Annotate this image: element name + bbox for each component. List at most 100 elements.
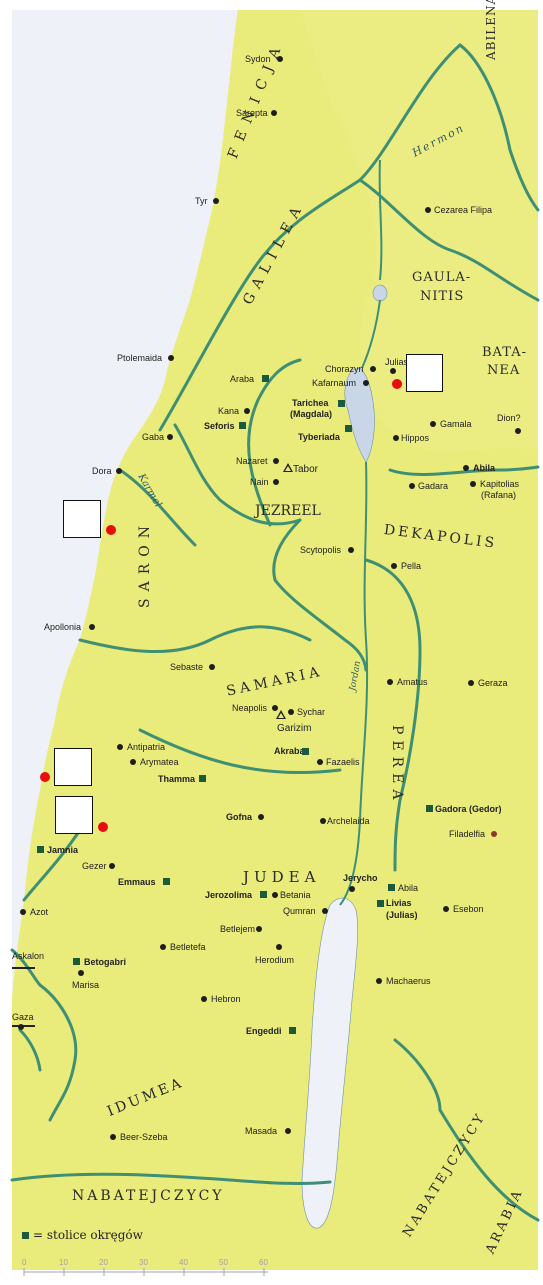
region-label-saron: SARON [137,519,153,608]
city-dot-hippos [393,435,399,441]
city-label-gadara: Gadara [418,481,449,491]
city-label-akraba: Akraba [274,746,305,756]
city-dot-archelaida [320,818,326,824]
city-label-araba: Araba [230,374,255,384]
capital-square-abila-south [388,884,395,891]
legend-square-icon [22,1232,29,1239]
city-dot-esebon [443,906,449,912]
city-label-tyr: Tyr [195,196,208,206]
city-label-betletefa: Betletefa [170,942,206,952]
city-label-thamma: Thamma [158,774,196,784]
city-label-azot: Azot [30,907,49,917]
capital-square-betogabri [73,958,80,965]
capital-square-thamma [199,775,206,782]
scale-tick-20: 20 [99,1258,108,1267]
city-label-amatus: Amatus [397,677,428,687]
city-dot-filadelfia [491,831,497,837]
city-dot-marisa [78,970,84,976]
city-label-neapolis: Neapolis [232,703,268,713]
city-label-askalon: Askalon [12,951,45,961]
sea-of-galilee [344,367,375,463]
city-label-gofna: Gofna [226,812,252,822]
city-label-marisa: Marisa [72,980,100,990]
city-label-betania: Betania [280,890,311,900]
region-label-perea: PEREA [389,725,405,806]
city-dot-apollonia [89,624,95,630]
city-dot-sydon [277,56,283,62]
city-dot-gaza [18,1024,24,1030]
city-dot-nazaret [273,458,279,464]
city-dot-gezer [109,863,115,869]
city-label-apollonia: Apollonia [44,622,82,632]
boundaries [10,43,540,1222]
scale-tick-60: 60 [259,1258,268,1267]
city-label-masada: Masada [245,1126,278,1136]
mountain-icon-garizim [276,710,286,719]
region-label-judea: JUDEA [243,868,321,886]
city-dot-azot [20,909,26,915]
city-dot-beer-szeba [110,1134,116,1140]
city-label-jerycho: Jerycho [343,873,378,883]
city-dot-tyr [213,198,219,204]
city-label-gamala: Gamala [440,419,472,429]
city-dot-betlejem [256,926,262,932]
city-label-dion: Dion? [497,413,521,423]
city-label-qumran: Qumran [283,906,316,916]
city-dot-herodium [276,944,282,950]
city-dot-dion [515,428,521,434]
city-label-magdala: (Magdala) [290,409,333,419]
city-label-machaerus: Machaerus [386,976,431,986]
city-label-chorazyn: Chorazyn [325,364,364,374]
city-dot-chorazyn [370,366,376,372]
city-dot-gofna [258,814,264,820]
city-label-livias-2: (Julias) [386,910,418,920]
city-label-nazaret: Nazaret [236,456,268,466]
city-dot-abila-north [463,465,469,471]
city-dot-machaerus [376,978,382,984]
city-dot-sebaste [209,664,215,670]
city-label-livias-1: Livias [386,898,412,908]
city-dot-ptolemaida [168,355,174,361]
red-marker-coast-north [106,525,116,535]
city-label-archelaida: Archelaida [327,816,370,826]
scale-bar: 0 10 20 30 40 50 60 [22,1258,270,1278]
city-label-betogabri: Betogabri [84,957,127,967]
city-dot-pella [391,563,397,569]
city-label-kafarnaum: Kafarnaum [312,378,357,388]
city-label-garizim: Garizim [277,723,312,734]
city-label-gaza: Gaza [12,1012,34,1022]
city-dot-betania [272,892,278,898]
answer-box-coast-north[interactable] [63,500,101,538]
city-dot-kana [244,408,250,414]
city-label-fazaelis: Fazaelis [326,757,360,767]
city-dot-qumran [322,908,328,914]
scale-tick-10: 10 [59,1258,68,1267]
city-dot-cezarea-filipa [425,207,431,213]
city-dot-kapitolias [470,481,476,487]
city-label-geraza: Geraza [478,678,508,688]
answer-box-coast-middle[interactable] [54,748,92,786]
scale-bar-line [23,1268,268,1276]
city-dot-jerycho [349,886,355,892]
answer-box-kafarnaum[interactable] [406,354,443,392]
city-dot-gaba [167,434,173,440]
city-label-hippos: Hippos [401,433,430,443]
city-dot-gadara [409,483,415,489]
city-label-cezarea-filipa: Cezarea Filipa [434,205,493,215]
scale-tick-30: 30 [139,1258,148,1267]
city-label-betlejem: Betlejem [220,924,256,934]
city-dot-neapolis [272,705,278,711]
capital-square-seforis [239,422,246,429]
jordan-river [339,159,383,906]
city-dot-hebron [201,996,207,1002]
region-label-batanea-1: BATA- [482,345,527,360]
capital-square-akraba [302,748,309,755]
region-label-gaulanitis-1: GAULA- [412,270,472,285]
city-dot-sychar [288,709,294,715]
city-label-nain: Nain [250,477,269,487]
city-label-scytopolis: Scytopolis [300,545,342,555]
city-label-seforis: Seforis [204,421,235,431]
answer-box-coast-south[interactable] [55,796,93,834]
city-label-julias: Julias [385,357,409,367]
city-label-sarepta: Sarepta [236,108,268,118]
